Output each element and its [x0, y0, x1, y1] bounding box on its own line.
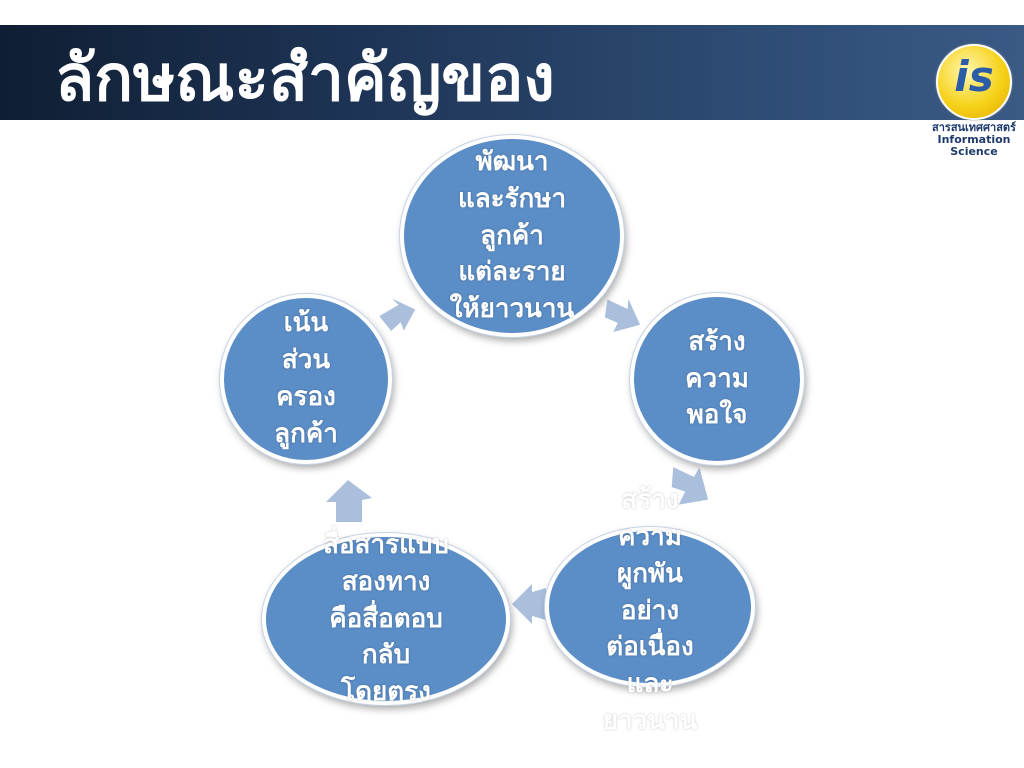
title-bar: ลักษณะสำคัญของ: [0, 25, 1024, 120]
slide-title: ลักษณะสำคัญของ: [55, 42, 555, 116]
logo-caption: สารสนเทศศาสตร์ Information Science: [922, 121, 1024, 159]
logo-badge-icon: is: [936, 44, 1012, 120]
node-bond: สร้าง ความ ผูกพัน อย่าง ต่อเนื่อง และ ยา…: [545, 485, 755, 736]
node-share-label: เน้น ส่วน ครอง ลูกค้า: [274, 308, 338, 449]
arrow-develop-to-satisfaction: [604, 298, 641, 333]
logo-caption-th: สารสนเทศศาสตร์: [932, 121, 1016, 134]
node-two-way: สื่อสารแบบ สองทาง คือสื่อตอบ กลับ โดยตรง: [262, 530, 510, 707]
arrow-bond-to-two-way: [512, 584, 546, 624]
logo: is สารสนเทศศาสตร์ Information Science: [930, 44, 1018, 158]
node-satisfaction: สร้าง ความ พอใจ: [630, 293, 804, 465]
node-two-way-label: สื่อสารแบบ สองทาง คือสื่อตอบ กลับ โดยตรง: [323, 529, 449, 708]
node-satisfaction-label: สร้าง ความ พอใจ: [685, 326, 749, 431]
arrow-two-way-to-share: [326, 480, 372, 522]
node-develop: พัฒนา และรักษา ลูกค้า แต่ละราย ให้ยาวนาน: [400, 135, 624, 337]
arrow-satisfaction-to-bond: [671, 467, 709, 505]
logo-glyph: is: [954, 52, 994, 101]
logo-caption-en: Information Science: [937, 133, 1011, 159]
arrow-share-to-develop: [379, 298, 416, 331]
node-bond-label: สร้าง ความ ผูกพัน อย่าง ต่อเนื่อง และ ยา…: [602, 484, 698, 737]
node-share: เน้น ส่วน ครอง ลูกค้า: [220, 294, 392, 464]
node-develop-label: พัฒนา และรักษา ลูกค้า แต่ละราย ให้ยาวนาน: [449, 146, 575, 325]
